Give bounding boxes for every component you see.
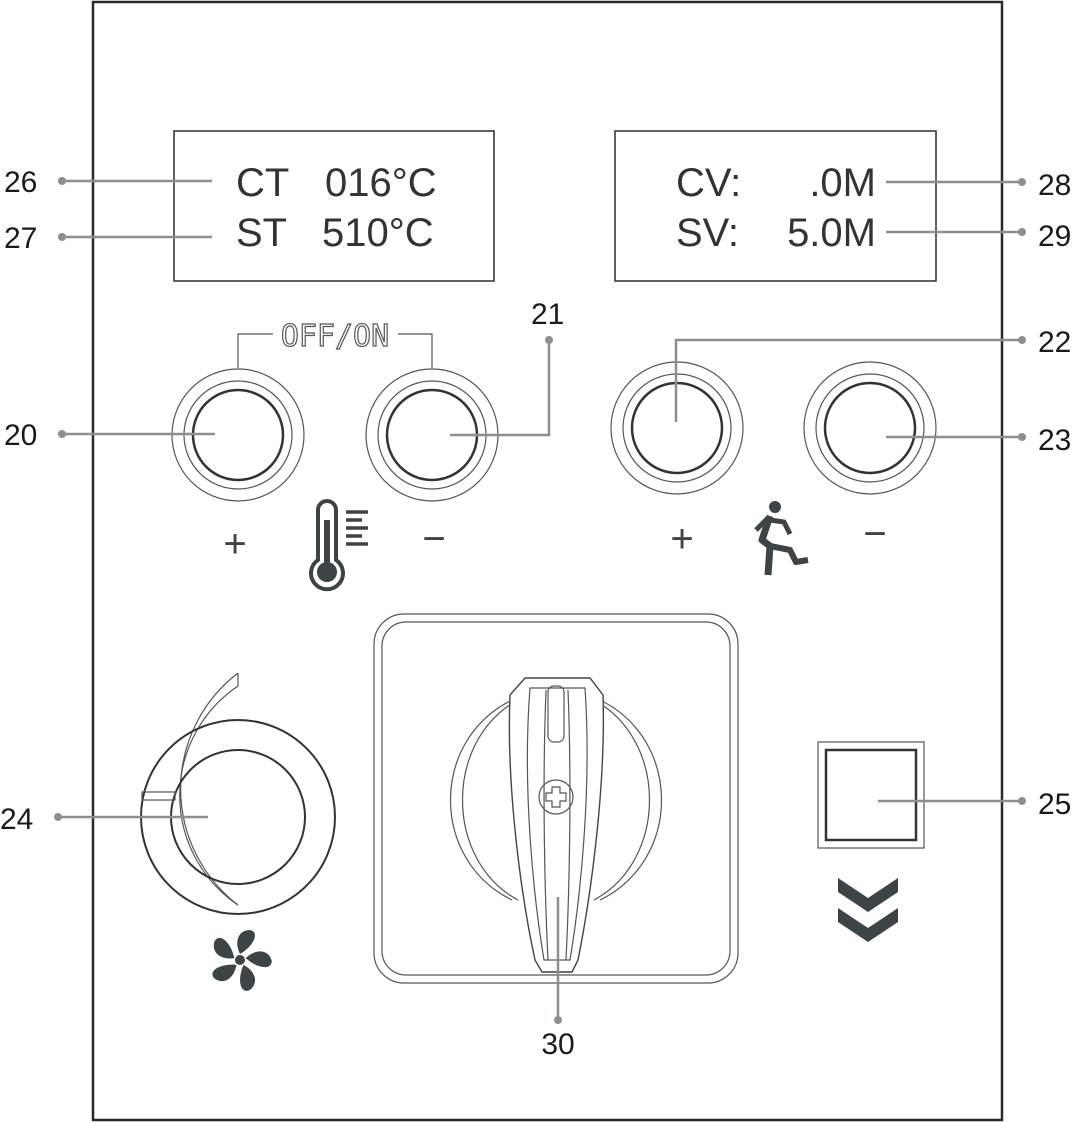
running-person-icon: [754, 501, 809, 576]
sv-label: SV:: [676, 211, 739, 255]
callout-22: 22: [1038, 326, 1071, 359]
callout-20: 20: [4, 419, 37, 452]
cv-label: CV:: [676, 161, 741, 205]
temp-plus-sign: +: [223, 522, 246, 566]
double-chevron-down-icon: [838, 878, 898, 942]
ct-label: CT: [236, 161, 289, 205]
callout-25: 25: [1038, 788, 1071, 821]
thermometer-icon: [309, 499, 368, 592]
speed-minus-button[interactable]: [803, 361, 937, 495]
callout-30: 30: [541, 1028, 574, 1061]
speed-minus-sign: −: [863, 512, 886, 556]
speed-plus-sign: +: [670, 517, 693, 561]
off-on-bracket: OFF/ON: [237, 318, 433, 368]
ct-value: 016°C: [325, 161, 437, 205]
off-on-label: OFF/ON: [281, 319, 389, 354]
st-value: 510°C: [322, 211, 434, 255]
speed-display: CV: .0M SV: 5.0M: [614, 130, 937, 282]
temperature-display: CT 016°C ST 510°C: [173, 130, 495, 282]
rotary-main-switch[interactable]: [373, 613, 739, 984]
callout-23: 23: [1038, 424, 1071, 457]
fan-speed-knob[interactable]: [140, 672, 336, 915]
callout-26: 26: [4, 166, 37, 199]
callout-28: 28: [1038, 169, 1071, 202]
callout-29: 29: [1038, 220, 1071, 253]
callout-27: 27: [4, 222, 37, 255]
panel-border: [91, 0, 1004, 1122]
cv-value: .0M: [809, 161, 876, 205]
callouts: 26 27 28 29 20 21 22 23 24 25 30: [0, 166, 1071, 1061]
temp-minus-sign: −: [422, 517, 445, 561]
callout-24: 24: [0, 803, 33, 836]
fan-icon: [210, 930, 274, 994]
callout-21: 21: [531, 298, 564, 331]
square-button[interactable]: [817, 741, 925, 849]
sv-value: 5.0M: [787, 211, 876, 255]
st-label: ST: [236, 211, 287, 255]
